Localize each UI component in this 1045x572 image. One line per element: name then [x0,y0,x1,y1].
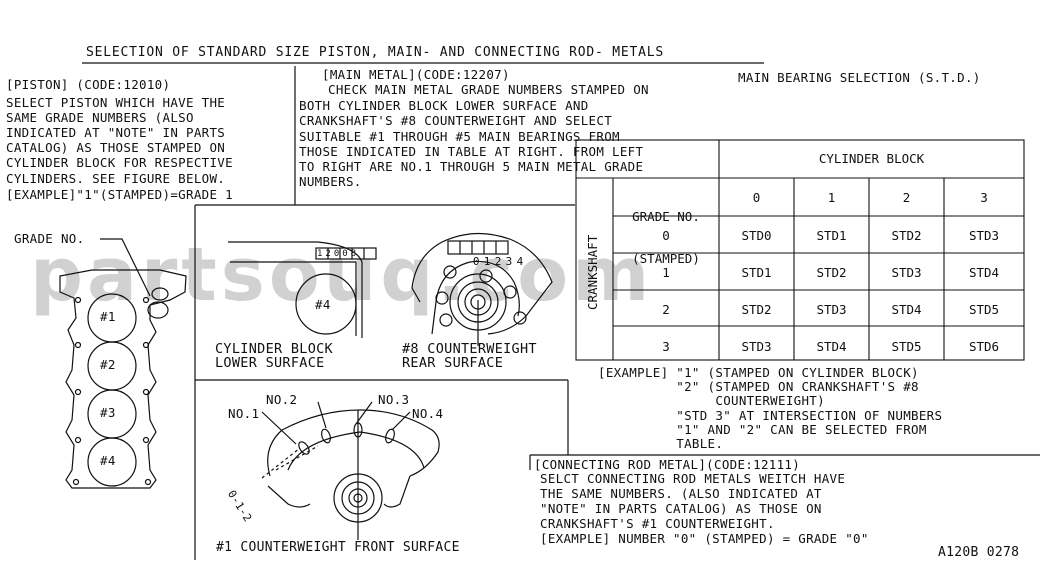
row-grade: 3 [662,339,670,354]
table-cell: STD3 [816,302,847,317]
engine-block-drawing [59,238,187,489]
main-metal-line: CRANKSHAFT'S #8 COUNTERWEIGHT AND SELECT [299,113,613,128]
main-metal-heading: [MAIN METAL](CODE:12207) [322,67,510,82]
cylinder-block-lower-surface-drawing [228,241,377,338]
stamp-digit: 4 [516,254,528,268]
corner-line: (STAMPED) [632,251,700,266]
conrod-heading: [CONNECTING ROD METAL](CODE:12111) [534,457,801,472]
col-header: 0 [752,190,761,205]
piston-heading: [PISTON] (CODE:12010) [6,77,171,92]
example-line: TABLE. [598,436,724,451]
col-group-header: CYLINDER BLOCK [818,151,925,166]
cw8-caption: #8 COUNTERWEIGHT [402,341,537,357]
example-line: [EXAMPLE] "1" (STAMPED ON CYLINDER BLOCK… [598,365,919,380]
counterweight-8-drawing [411,232,553,346]
block-caption: CYLINDER BLOCK [215,341,333,357]
table-cell: STD3 [741,339,772,354]
page-title: SELECTION OF STANDARD SIZE PISTON, MAIN-… [86,45,664,60]
table-cell: STD2 [816,265,847,280]
table-cell: STD4 [816,339,847,354]
piston-line: CYLINDERS. SEE FIGURE BELOW. [6,171,226,186]
stamp-digit: 3 [505,254,517,268]
table-cell: STD6 [968,339,1000,354]
stamp-digit: 0 [472,254,484,268]
cylinder-label-2: #2 [100,357,116,372]
conrod-line: SELCT CONNECTING ROD METALS WEITCH HAVE [540,471,846,486]
corner-line: GRADE NO. [632,209,700,224]
main-metal-line: BOTH CYLINDER BLOCK LOWER SURFACE AND [299,98,589,113]
figure-id: A120B 0278 [938,545,1020,560]
table-cell: STD0 [741,228,772,243]
col-header: 1 [827,190,836,205]
col-header: 2 [902,190,911,205]
block-circle-label: #4 [315,297,331,312]
counterweight-1-drawing [261,401,440,540]
example-line: "1" AND "2" CAN BE SELECTED FROM [598,422,927,437]
col-header: 3 [980,190,988,205]
conrod-line: THE SAME NUMBERS. (ALSO INDICATED AT [540,486,822,501]
no4-label: NO.4 [412,406,444,421]
table-cell: STD4 [891,302,922,317]
corner-header: GRADE NO. (STAMPED) [613,182,719,280]
stamp-digit: 1 [483,254,495,268]
table-cell: STD1 [816,228,847,243]
main-metal-line: TO RIGHT ARE NO.1 THROUGH 5 MAIN METAL G… [299,159,644,174]
table-cell: STD3 [891,265,922,280]
main-metal-line: CHECK MAIN METAL GRADE NUMBERS STAMPED O… [328,82,649,97]
table-cell: STD5 [891,339,922,354]
piston-line: SELECT PISTON WHICH HAVE THE [6,95,226,110]
cylinder-label-3: #3 [100,405,116,420]
row-group-header: CRANKSHAFT [585,234,600,310]
table-cell: STD4 [968,265,1000,280]
table-cell: STD2 [891,228,922,243]
counterweight-stamp: 01234 [451,240,528,269]
example-line: "2" (STAMPED ON CRANKSHAFT'S #8 [598,379,919,394]
piston-line: CYLINDER BLOCK FOR RESPECTIVE [6,155,233,170]
piston-example: [EXAMPLE]"1"(STAMPED)=GRADE 1 [6,187,233,202]
no2-label: NO.2 [266,392,298,407]
piston-line: INDICATED AT "NOTE" IN PARTS [6,125,226,140]
row-grade: 0 [662,228,670,243]
main-metal-line: SUITABLE #1 THROUGH #5 MAIN BEARINGS FRO… [299,129,620,144]
grade-no-label: GRADE NO. [14,231,85,246]
cw1-caption: #1 COUNTERWEIGHT FRONT SURFACE [216,540,460,555]
conrod-line: "NOTE" IN PARTS CATALOG) AS THOSE ON [540,501,822,516]
cylinder-label-4: #4 [100,453,116,468]
no3-label: NO.3 [378,392,410,407]
stamp-digit: 2 [494,254,506,268]
row-grade: 1 [662,265,670,280]
table-cell: STD3 [968,228,1000,243]
table-cell: STD2 [741,302,772,317]
cylinder-label-1: #1 [100,309,116,324]
conrod-line: CRANKSHAFT'S #1 COUNTERWEIGHT. [540,516,775,531]
example-line: COUNTERWEIGHT) [598,393,825,408]
main-metal-line: THOSE INDICATED IN TABLE AT RIGHT. FROM … [299,144,644,159]
block-caption: LOWER SURFACE [215,355,325,371]
piston-line: SAME GRADE NUMBERS (ALSO [6,110,194,125]
no1-label: NO.1 [228,406,260,421]
cw8-caption: REAR SURFACE [402,355,504,371]
table-cell: STD5 [968,302,1000,317]
piston-line: CATALOG) AS THOSE STAMPED ON [6,140,226,155]
table-title: MAIN BEARING SELECTION (S.T.D.) [738,70,981,85]
table-cell: STD1 [741,265,772,280]
example-line: "STD 3" AT INTERSECTION OF NUMBERS [598,408,943,423]
block-stamp: 12008 [317,249,360,259]
main-metal-line: NUMBERS. [299,174,362,189]
conrod-example: [EXAMPLE] NUMBER "0" (STAMPED) = GRADE "… [540,531,869,546]
row-grade: 2 [662,302,670,317]
